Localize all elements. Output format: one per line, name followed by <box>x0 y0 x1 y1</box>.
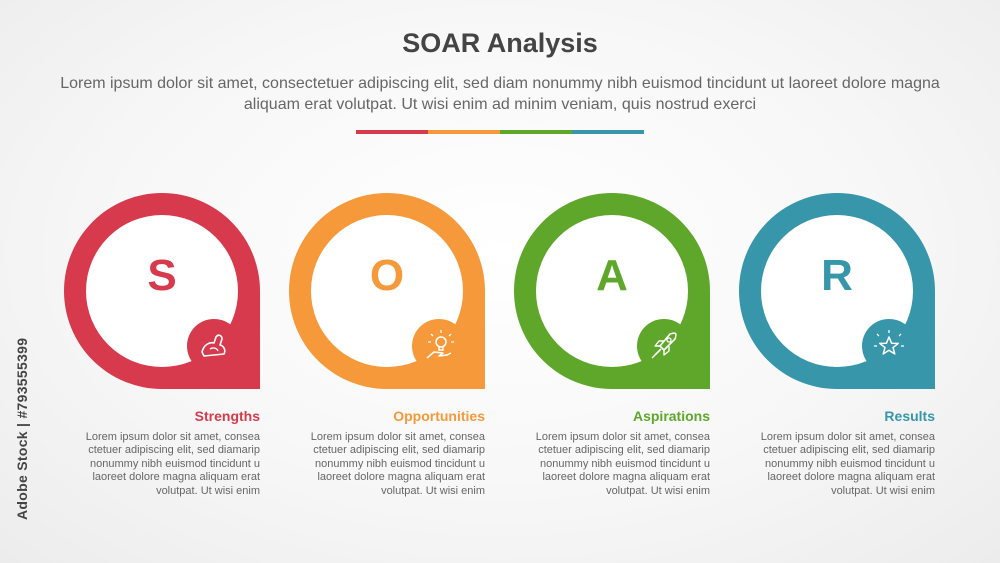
card-letter: O <box>369 251 405 300</box>
flexed-arm-icon <box>187 319 241 373</box>
soar-card-opportunities: O <box>289 193 489 390</box>
page-title: SOAR Analysis <box>402 28 598 58</box>
soar-card-strengths: S <box>64 193 264 390</box>
card-label: Strengths <box>194 408 260 424</box>
divider-segment <box>572 130 644 134</box>
card-description: Lorem ipsum dolor sit amet, consea ctetu… <box>535 431 710 497</box>
star-icon <box>862 319 916 373</box>
page-subtitle: Lorem ipsum dolor sit amet, consectetuer… <box>60 75 940 113</box>
card-letter: S <box>147 251 177 300</box>
divider-segment <box>500 130 572 134</box>
card-label: Aspirations <box>632 408 710 424</box>
card-description: Lorem ipsum dolor sit amet, consea ctetu… <box>760 431 935 497</box>
card-letter: A <box>596 251 628 300</box>
card-letter: R <box>821 251 853 300</box>
soar-card-results: R <box>739 193 939 390</box>
rocket-icon <box>637 319 691 373</box>
card-description: Lorem ipsum dolor sit amet, consea ctetu… <box>85 431 260 497</box>
divider-segment <box>428 130 500 134</box>
lightbulb-hand-icon <box>412 319 466 373</box>
card-label: Opportunities <box>393 408 485 424</box>
card-label: Results <box>884 408 935 424</box>
soar-card-aspirations: A <box>514 193 714 390</box>
stock-watermark: Adobe Stock | #793555399 <box>14 337 30 520</box>
card-description: Lorem ipsum dolor sit amet, consea ctetu… <box>310 431 485 497</box>
divider-segment <box>356 130 428 134</box>
color-divider <box>356 130 644 134</box>
